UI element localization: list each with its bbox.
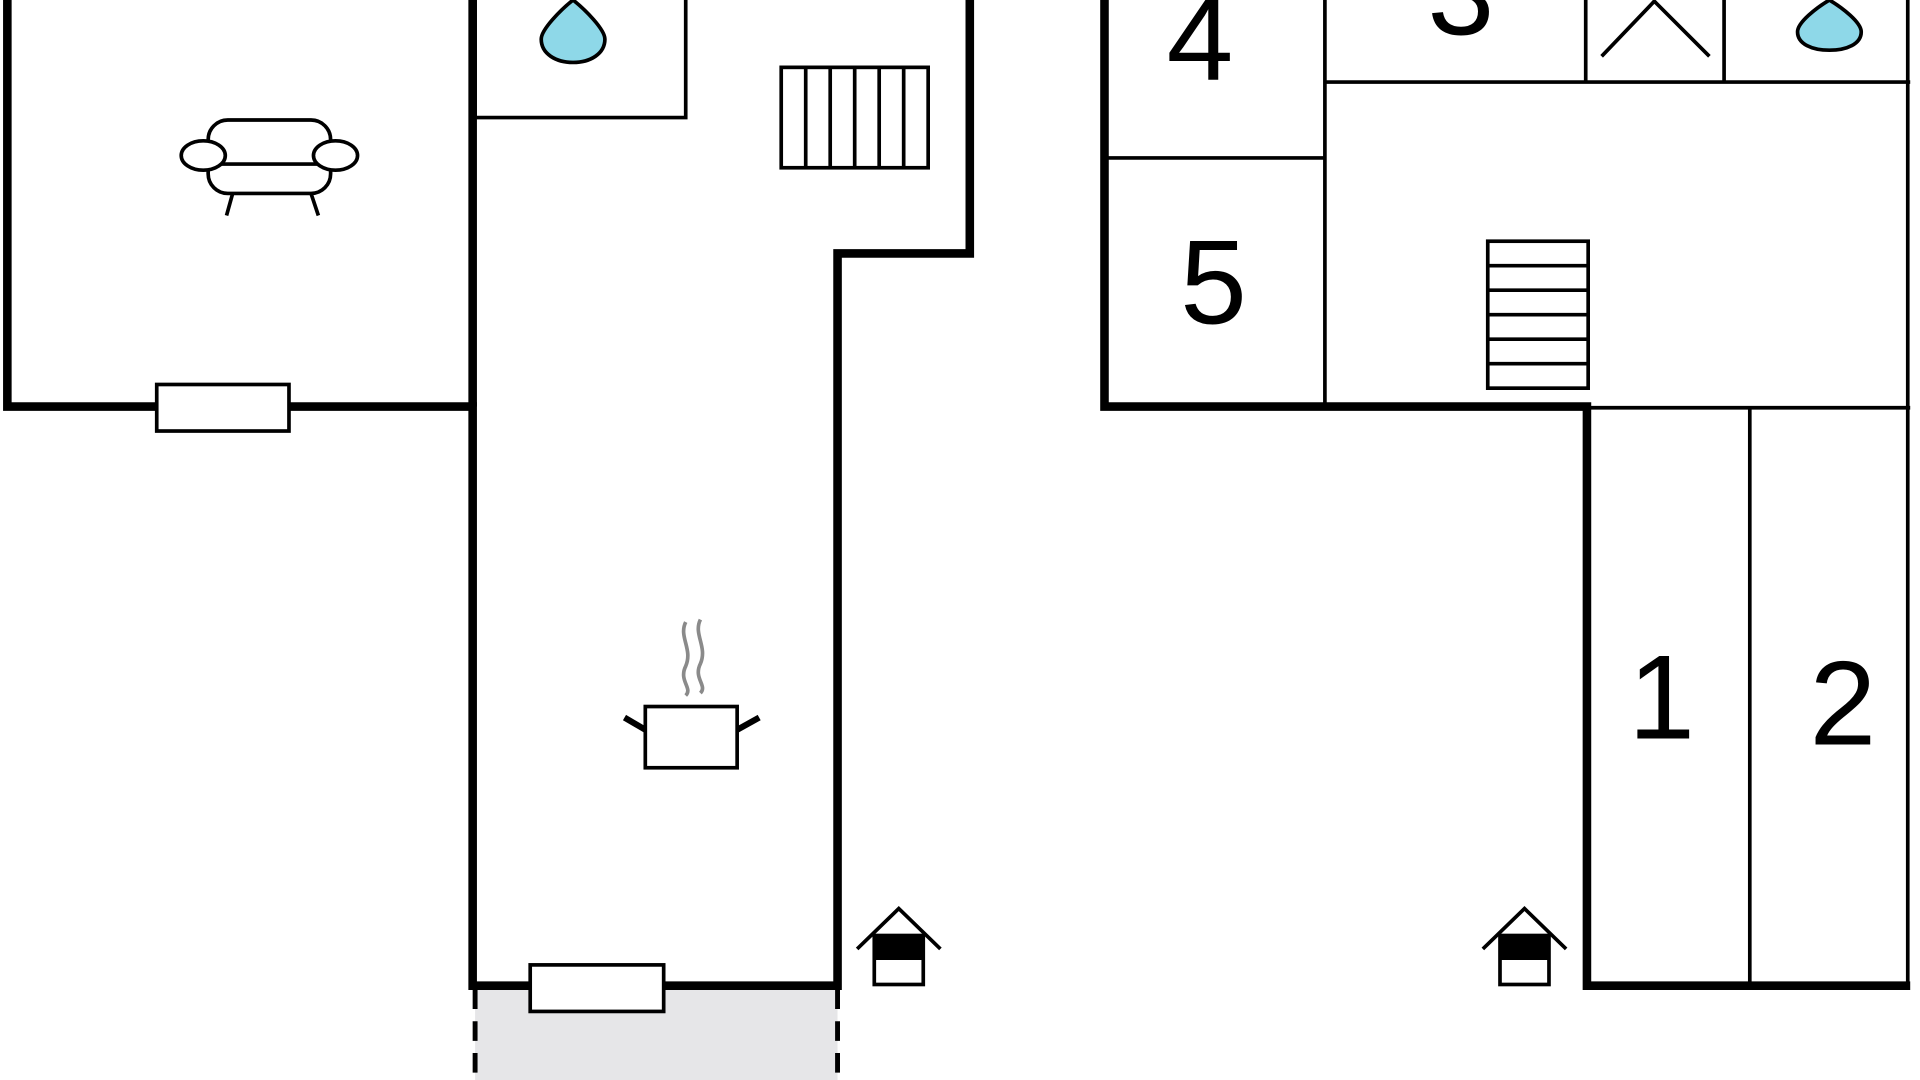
water-drop-icon (539, 0, 607, 65)
room-3-label: 3 (1427, 0, 1494, 60)
right-interior-walls (1104, 0, 1911, 986)
entrance-icon (1481, 906, 1568, 987)
right-building-walls (1100, 0, 1911, 990)
window (154, 382, 291, 433)
toilet-cross-icon (1600, 0, 1711, 58)
room-1-label: 1 (1628, 630, 1695, 764)
cooking-pot-icon (622, 618, 761, 770)
room-4-label: 4 (1167, 0, 1234, 106)
radiator-icon (779, 65, 931, 170)
entrance-icon (855, 906, 942, 987)
room-2-label: 2 (1809, 636, 1876, 770)
staircase-icon (1485, 239, 1590, 390)
window (528, 963, 666, 1014)
room-5-label: 5 (1180, 215, 1247, 349)
left-interior-walls (473, 0, 688, 120)
water-drop-icon (1795, 0, 1864, 53)
sofa-icon (179, 118, 360, 217)
